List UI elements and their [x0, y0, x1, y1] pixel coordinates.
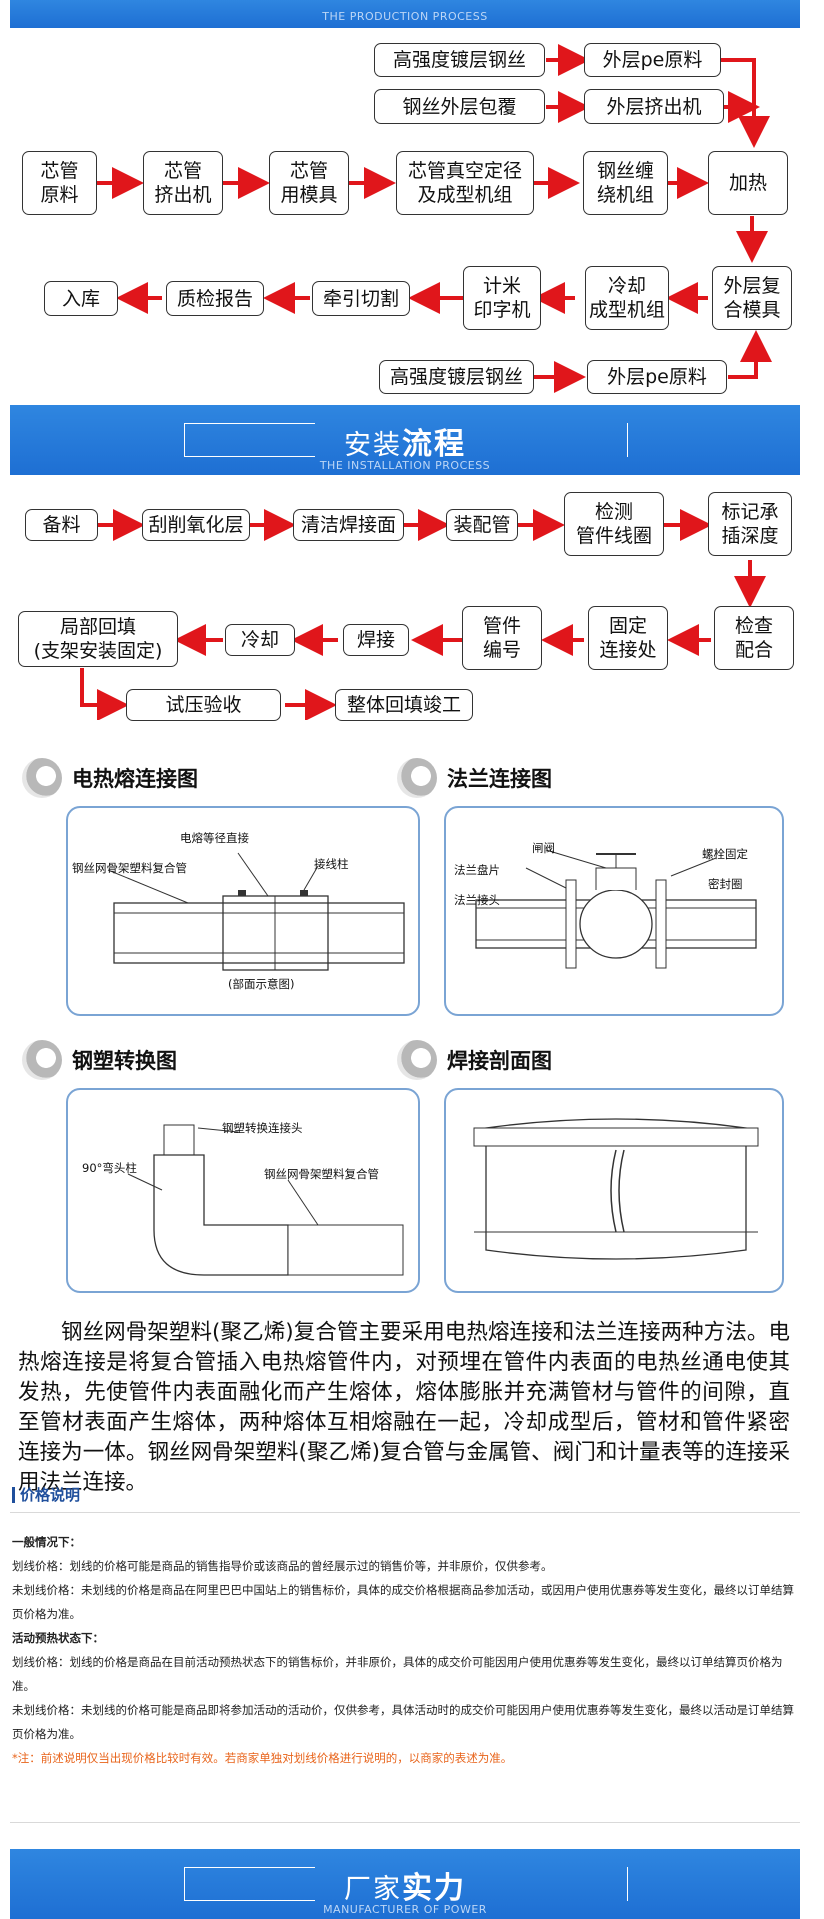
weld-section-drawing	[473, 1118, 759, 1260]
flow-box: 芯管 用模具	[269, 151, 349, 215]
flow-box: 刮削氧化层	[142, 509, 250, 541]
diagram-label: 钢丝网骨架塑料复合管	[264, 1167, 379, 1181]
bubble-icon	[397, 758, 437, 798]
flow-box: 入库	[44, 281, 118, 316]
flow-box: 外层pe原料	[584, 43, 721, 77]
price-preheat-1: 划线价格：划线的价格是商品在目前活动预热状态下的销售标价，并非原价，具体的成交价…	[12, 1655, 783, 1693]
installation-subtitle: THE INSTALLATION PROCESS	[319, 459, 491, 472]
diagram-label: 密封圈	[708, 877, 743, 891]
flow-box: 装配管	[446, 509, 518, 541]
price-preheat-2: 未划线价格：未划线的价格可能是商品即将参加活动的活动价，仅供参考，具体活动时的成…	[12, 1703, 794, 1741]
banner-frame	[184, 423, 628, 457]
flow-box: 局部回填 (支架安装固定)	[18, 611, 178, 667]
manufacturer-title: 厂家实力	[344, 1871, 466, 1906]
price-general-title: 一般情况下：	[12, 1535, 81, 1549]
flange-diagram: 闸阀 螺栓固定 法兰盘片 密封圈 法兰接头	[444, 806, 784, 1016]
weld-section-diagram	[444, 1088, 784, 1293]
flow-box: 高强度镀层钢丝	[374, 43, 545, 77]
manufacturer-subtitle: MANUFACTURER OF POWER	[323, 1903, 487, 1916]
price-note: *注：前述说明仅当出现价格比较时有效。若商家单独对划线价格进行说明的，以商家的表…	[12, 1751, 513, 1765]
flow-box: 整体回填竣工	[335, 689, 473, 721]
connection-description: 钢丝网骨架塑料(聚乙烯)复合管主要采用电热熔连接和法兰连接两种方法。电热熔连接是…	[18, 1320, 790, 1495]
flow-box: 钢丝外层包覆	[374, 89, 545, 124]
diagram-label: 法兰接头	[454, 893, 500, 907]
diagram-heading: 焊接剖面图	[397, 1040, 552, 1080]
diagram-label: 螺栓固定	[702, 847, 748, 861]
price-general-1: 划线价格：划线的价格可能是商品的销售指导价或该商品的曾经展示过的销售价等，并非原…	[12, 1559, 553, 1573]
flow-box: 计米 印字机	[463, 266, 541, 330]
flow-box: 外层pe原料	[587, 360, 727, 394]
flow-box: 冷却 成型机组	[585, 266, 669, 330]
flow-box: 清洁焊接面	[293, 509, 404, 541]
flow-box: 试压验收	[126, 689, 281, 721]
installation-title: 安装流程	[344, 427, 466, 462]
diagram-label: 闸阀	[532, 841, 555, 855]
installation-banner: 安装流程 THE INSTALLATION PROCESS	[10, 405, 800, 475]
flow-box: 芯管 挤出机	[143, 151, 223, 215]
diagram-label: 电熔等径直接	[180, 831, 249, 845]
price-heading: 价格说明	[12, 1487, 80, 1503]
production-subtitle: THE PRODUCTION PROCESS	[322, 10, 488, 23]
diagram-label: 90°弯头柱	[82, 1161, 137, 1175]
price-general-2: 未划线价格：未划线的价格是商品在阿里巴巴中国站上的销售标价，具体的成交价格根据商…	[12, 1583, 794, 1621]
flow-box: 冷却	[225, 624, 295, 656]
flow-box: 外层挤出机	[584, 89, 724, 124]
flange-drawing	[475, 849, 757, 969]
electrofusion-diagram: 电熔等径直接 接线柱 钢丝网骨架塑料复合管 (部面示意图)	[66, 806, 420, 1016]
diagram-label: 钢塑转换连接头	[222, 1121, 303, 1135]
bubble-icon	[397, 1040, 437, 1080]
flow-box: 牵引切割	[312, 281, 410, 316]
diagram-label: (部面示意图)	[228, 977, 295, 991]
flow-box: 固定 连接处	[588, 606, 668, 670]
bubble-icon	[22, 758, 62, 798]
flow-box: 质检报告	[166, 281, 264, 316]
divider	[10, 1822, 800, 1823]
flow-box: 标记承 插深度	[708, 492, 792, 556]
flow-box: 钢丝缠 绕机组	[583, 151, 668, 215]
divider	[10, 1512, 800, 1513]
manufacturer-banner: 厂家实力 MANUFACTURER OF POWER	[10, 1849, 800, 1919]
flow-box: 芯管 原料	[22, 151, 97, 215]
flow-box: 管件 编号	[462, 606, 542, 670]
price-preheat-title: 活动预热状态下：	[12, 1631, 104, 1645]
diagram-heading: 法兰连接图	[397, 758, 552, 798]
flow-box: 备料	[25, 509, 98, 541]
steel-plastic-drawing	[127, 1124, 404, 1276]
flow-box: 芯管真空定径 及成型机组	[396, 151, 534, 215]
flow-box: 加热	[708, 151, 788, 215]
diagram-heading: 电热熔连接图	[22, 758, 198, 798]
banner-frame	[184, 1867, 628, 1901]
electrofusion-drawing	[107, 852, 405, 971]
diagram-heading: 钢塑转换图	[22, 1040, 177, 1080]
flow-box: 高强度镀层钢丝	[379, 360, 534, 394]
steel-plastic-diagram: 钢塑转换连接头 90°弯头柱 钢丝网骨架塑料复合管	[66, 1088, 420, 1293]
diagram-label: 钢丝网骨架塑料复合管	[72, 861, 187, 875]
bubble-icon	[22, 1040, 62, 1080]
installation-arrows	[80, 509, 766, 720]
diagram-label: 接线柱	[314, 857, 349, 871]
production-arrows	[97, 44, 772, 393]
diagram-label: 法兰盘片	[454, 863, 500, 877]
flow-box: 焊接	[343, 624, 409, 656]
production-banner: THE PRODUCTION PROCESS	[10, 0, 800, 28]
flow-box: 检查 配合	[714, 606, 794, 670]
flow-box: 检测 管件线圈	[564, 492, 664, 556]
flow-box: 外层复 合模具	[712, 266, 792, 330]
